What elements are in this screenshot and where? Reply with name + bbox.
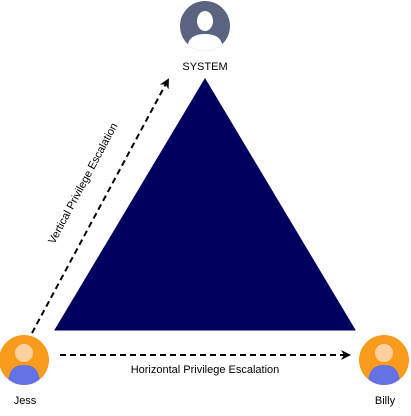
vertical-escalation-arrow <box>31 78 169 334</box>
horizontal-escalation-label: Horizontal Privilege Escalation <box>131 364 280 376</box>
jess-avatar-icon <box>0 335 49 385</box>
privilege-triangle <box>54 78 356 331</box>
billy-label: Billy <box>375 395 396 407</box>
system-label: SYSTEM <box>182 61 227 73</box>
admin-user-icon <box>180 1 230 51</box>
billy-avatar-icon <box>359 335 409 385</box>
jess-label: Jess <box>14 395 37 407</box>
vertical-escalation-label: Vertical Privilege Escalation <box>46 121 120 246</box>
